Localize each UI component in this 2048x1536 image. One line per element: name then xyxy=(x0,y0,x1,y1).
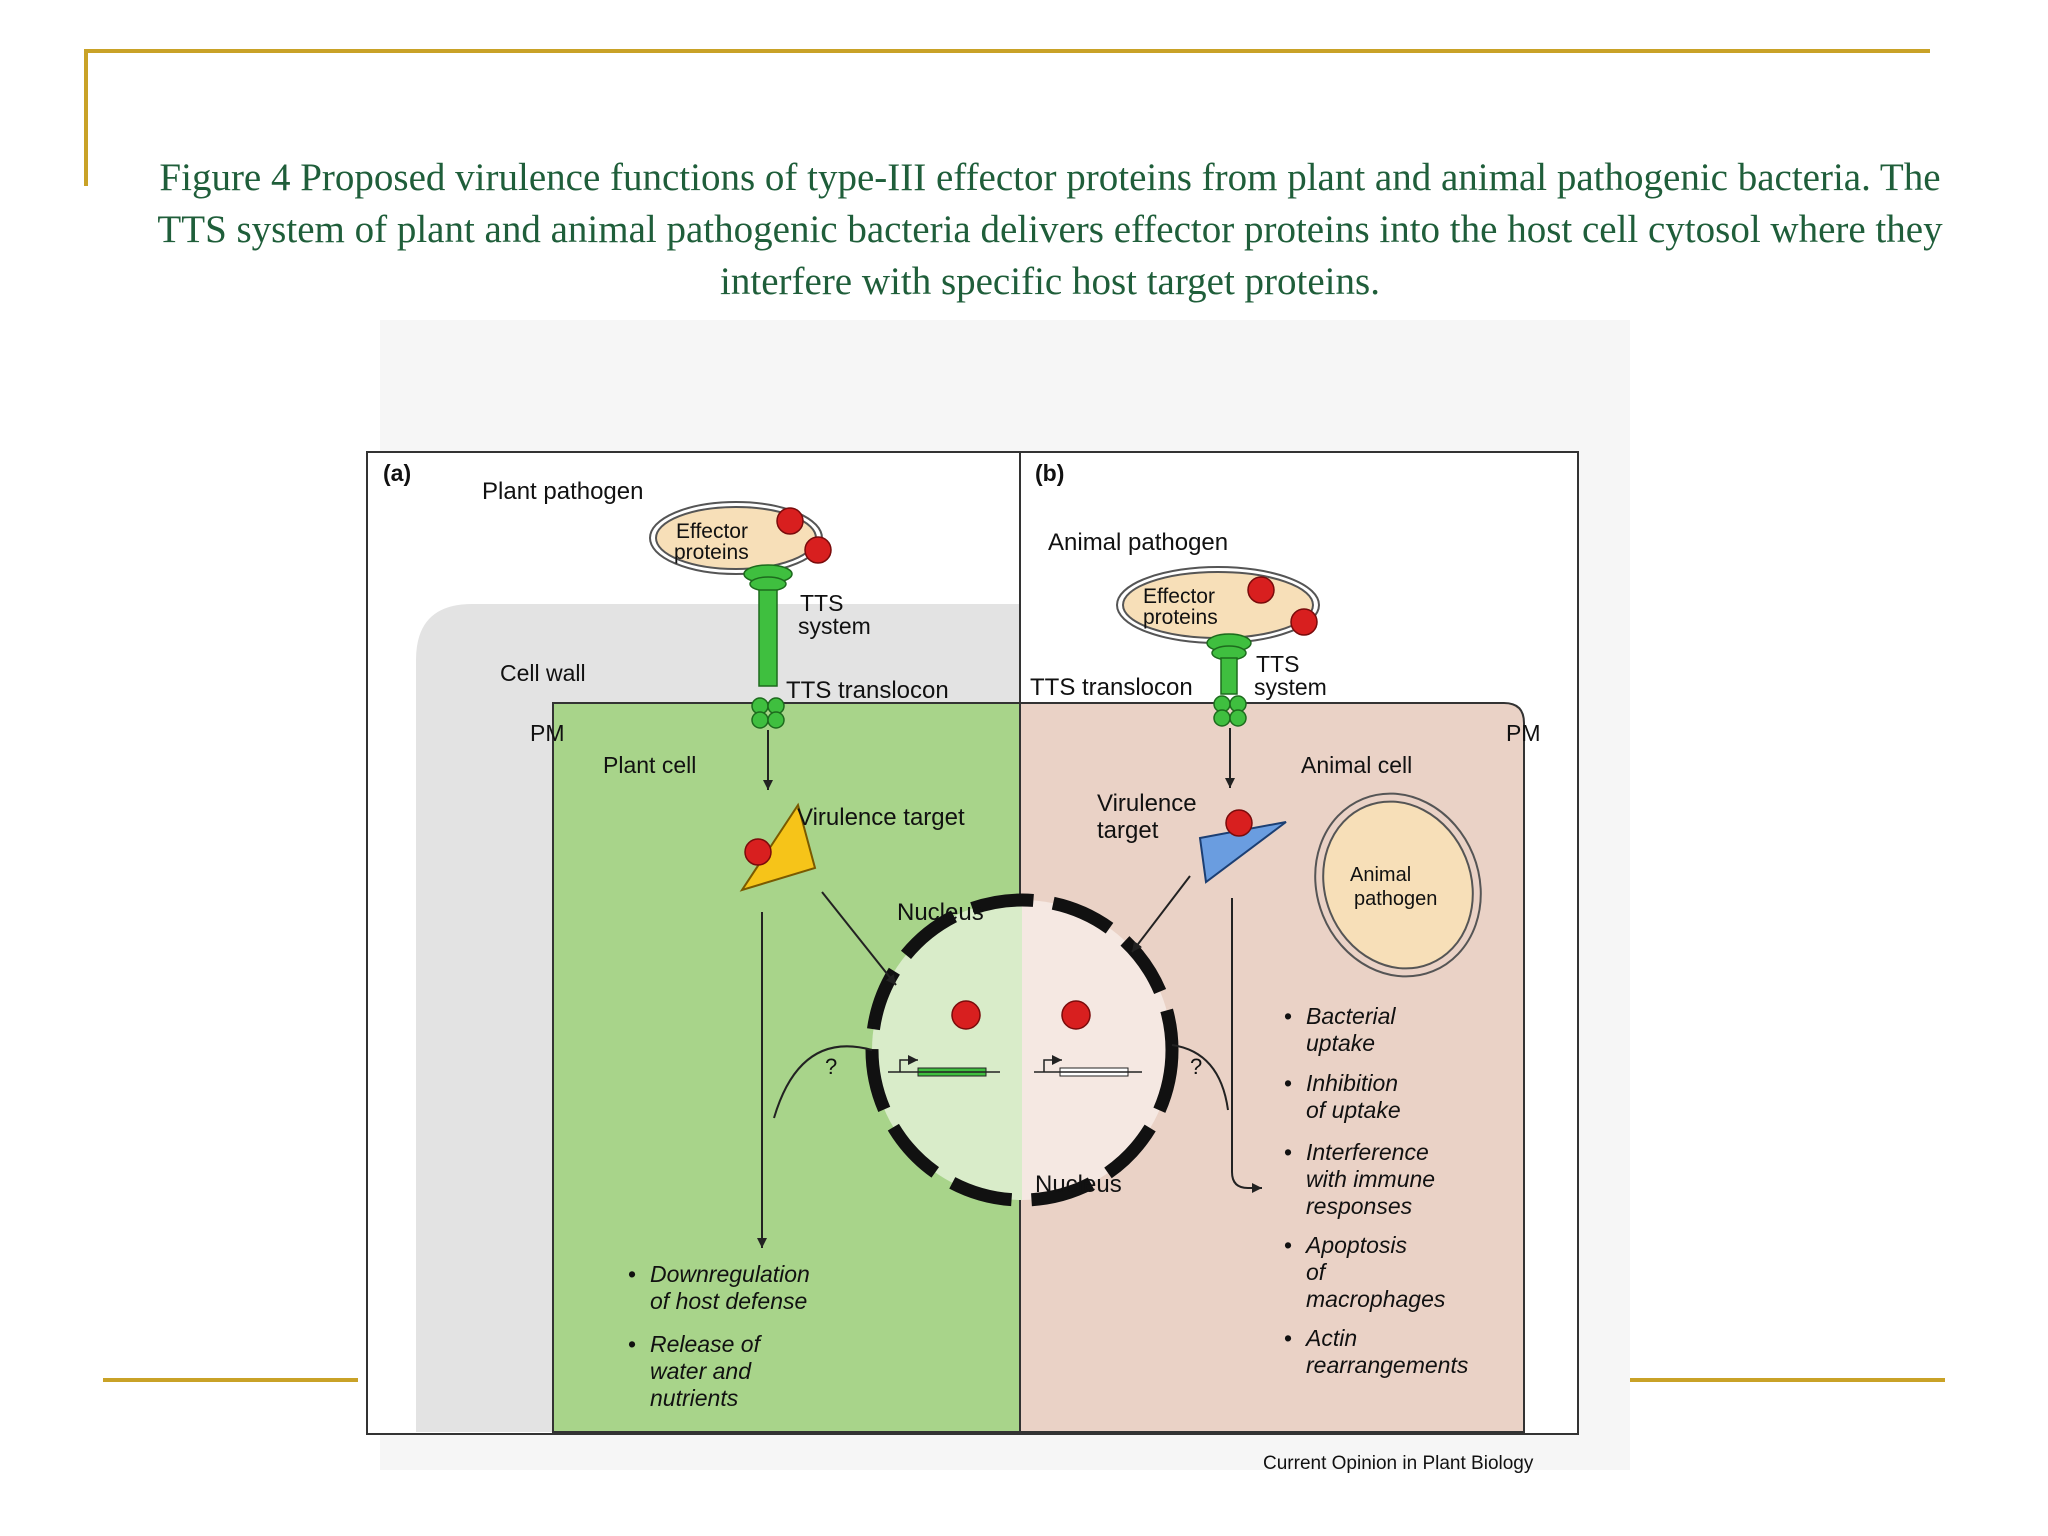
caption-line-1: Figure 4 Proposed virulence functions of… xyxy=(159,156,1941,199)
tts-translocon-a xyxy=(751,697,785,729)
virulence-target-label-a: Virulence target xyxy=(797,804,965,831)
caption-line-2: TTS system of plant and animal pathogeni… xyxy=(157,208,1943,251)
question-mark-b: ? xyxy=(1190,1054,1202,1079)
plant-cell-label: Plant cell xyxy=(603,752,696,778)
tts-system-label-b-2: system xyxy=(1254,674,1327,700)
effects-list-b: • Bacterial uptake • Inhibition of uptak… xyxy=(1284,1003,1469,1378)
cell-wall-label: Cell wall xyxy=(500,660,586,686)
tts-system-needle-a xyxy=(758,589,778,687)
top-rule xyxy=(84,49,1930,53)
effects-list-a: • Downregulation of host defense • Relea… xyxy=(628,1261,810,1411)
tts-system-needle-b xyxy=(1220,657,1238,695)
animal-pathogen-label: Animal pathogen xyxy=(1048,529,1228,556)
bullet-icon: • xyxy=(1284,1139,1292,1165)
internal-pathogen-label-2: pathogen xyxy=(1354,888,1437,910)
nucleus-label-a: Nucleus xyxy=(897,899,984,926)
bottom-rule-left xyxy=(103,1378,358,1382)
internalized-pathogen-outer xyxy=(1314,792,1482,978)
effector-protein xyxy=(1247,576,1275,604)
effect-b-4-line-1: Apoptosis xyxy=(1304,1232,1408,1258)
effector-protein xyxy=(1290,608,1318,636)
nucleus-animal-half xyxy=(1022,900,1172,1200)
nucleus-feedback-curve-b xyxy=(1171,1044,1229,1111)
plant-effector-label-1: Effector xyxy=(676,520,748,543)
virulence-target-label-b-2: target xyxy=(1097,817,1159,844)
animal-effector-label-1: Effector xyxy=(1143,585,1215,608)
plant-pathogen-label: Plant pathogen xyxy=(482,478,643,505)
effect-b-3-line-2: with immune xyxy=(1306,1166,1435,1192)
figure-caption: Figure 4 Proposed virulence functions of… xyxy=(95,152,2005,308)
animal-cell-label: Animal cell xyxy=(1301,752,1412,778)
effector-protein xyxy=(776,507,804,535)
effector-on-target-a xyxy=(744,838,772,866)
bullet-icon: • xyxy=(1284,1325,1292,1351)
bottom-rule-right xyxy=(1589,1378,1945,1382)
bullet-icon: • xyxy=(1284,1070,1292,1096)
effect-a-1-line-2: of host defense xyxy=(650,1288,807,1314)
effect-a-2-line-3: nutrients xyxy=(650,1385,739,1411)
internal-pathogen-label-1: Animal xyxy=(1350,864,1411,886)
effector-protein xyxy=(804,536,832,564)
nucleus-label-b: Nucleus xyxy=(1035,1171,1122,1198)
effect-b-4-line-2: of xyxy=(1306,1259,1328,1285)
effect-b-4-line-3: macrophages xyxy=(1306,1286,1446,1312)
animal-effector-label-2: proteins xyxy=(1143,606,1218,629)
effect-a-2-line-2: water and xyxy=(650,1358,752,1384)
caption-line-3: interfere with specific host target prot… xyxy=(720,260,1380,303)
effect-b-1-line-1: Bacterial xyxy=(1306,1003,1396,1029)
internalized-pathogen xyxy=(1322,800,1474,970)
panel-a-tag: (a) xyxy=(383,460,411,486)
effector-in-nucleus-right xyxy=(1061,1000,1091,1030)
nucleus-feedback-curve-a xyxy=(773,1045,873,1119)
tts-system-ring-a xyxy=(749,576,787,592)
nucleus-plant-half xyxy=(872,900,1022,1200)
effector-in-nucleus-left xyxy=(951,1000,981,1030)
effect-b-2-line-2: of uptake xyxy=(1306,1097,1401,1123)
effect-a-1-line-1: Downregulation xyxy=(650,1261,810,1287)
effect-b-5-line-1: Actin xyxy=(1304,1325,1357,1351)
left-rule xyxy=(84,49,88,186)
target-to-effects-arrow-b xyxy=(1231,898,1262,1193)
panel-b-tag: (b) xyxy=(1035,460,1064,486)
tts-translocon-b xyxy=(1213,695,1247,727)
effect-b-2-line-1: Inhibition xyxy=(1306,1070,1398,1096)
virulence-target-label-b-1: Virulence xyxy=(1097,790,1197,817)
tts-translocon-label-b: TTS translocon xyxy=(1030,674,1193,701)
bullet-icon: • xyxy=(1284,1003,1292,1029)
plant-effector-label-2: proteins xyxy=(674,541,749,564)
effect-b-3-line-3: responses xyxy=(1306,1193,1413,1219)
target-to-nucleus-arrow-b xyxy=(1131,875,1191,953)
source-credit: Current Opinion in Plant Biology xyxy=(1263,1453,1534,1474)
bullet-icon: • xyxy=(1284,1232,1292,1258)
bullet-icon: • xyxy=(628,1261,636,1287)
tts-translocon-label-a: TTS translocon xyxy=(786,677,949,704)
effector-on-target-b xyxy=(1225,809,1253,837)
pm-label-b: PM xyxy=(1506,720,1541,746)
effect-b-1-line-2: uptake xyxy=(1306,1030,1375,1056)
tts-system-label-a-1: TTS xyxy=(800,590,843,616)
effect-a-2-line-1: Release of xyxy=(650,1331,763,1357)
target-to-nucleus-arrow-a xyxy=(821,891,897,986)
nucleus xyxy=(865,893,1179,1207)
question-mark-a: ? xyxy=(825,1054,837,1079)
effect-b-3-line-1: Interference xyxy=(1306,1139,1429,1165)
effect-b-5-line-2: rearrangements xyxy=(1306,1352,1469,1378)
pm-label-a: PM xyxy=(530,720,565,746)
tts-system-label-b-1: TTS xyxy=(1256,651,1299,677)
bullet-icon: • xyxy=(628,1331,636,1357)
tts-system-label-a-2: system xyxy=(798,613,871,639)
